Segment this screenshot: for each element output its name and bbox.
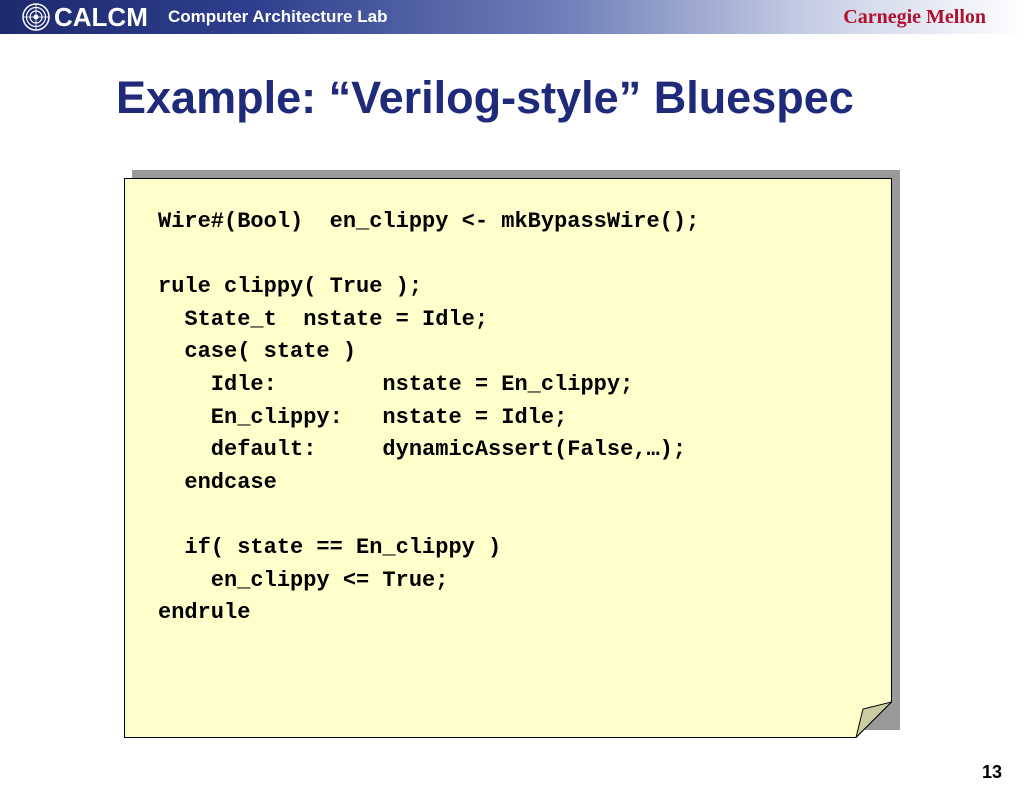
code-line: default: dynamicAssert(False,…); bbox=[158, 437, 687, 463]
lab-name: Computer Architecture Lab bbox=[168, 7, 388, 26]
code-line: Wire#(Bool) en_clippy <- mkBypassWire(); bbox=[158, 209, 700, 234]
code-line bbox=[158, 499, 699, 532]
code-line: rule clippy( True ); bbox=[158, 274, 423, 300]
header-banner: CALCM Computer Architecture Lab Carnegie… bbox=[0, 0, 1024, 34]
calcm-logo-icon bbox=[22, 3, 50, 31]
note-paper-icon bbox=[124, 178, 892, 738]
code-line: en_clippy <= True; bbox=[158, 567, 449, 593]
code-note-box: Wire#(Bool) en_clippy <- mkBypassWire();… bbox=[124, 178, 892, 738]
code-line: Idle: nstate = En_clippy; bbox=[158, 371, 634, 397]
calcm-logo-text: CALCM bbox=[54, 2, 148, 32]
page-number: 13 bbox=[981, 762, 1002, 782]
code-line: case( state ) bbox=[158, 339, 357, 365]
code-line: endrule bbox=[158, 600, 251, 626]
code-block: Wire#(Bool) en_clippy <- mkBypassWire();… bbox=[158, 206, 699, 630]
code-line: endcase bbox=[158, 469, 277, 495]
university-name: Carnegie Mellon bbox=[843, 6, 986, 28]
code-line bbox=[158, 239, 699, 272]
code-line: State_t nstate = Idle; bbox=[158, 306, 489, 332]
slide-title: Example: “Verilog-style” Bluespec bbox=[116, 72, 854, 123]
code-line: En_clippy: nstate = Idle; bbox=[158, 404, 568, 430]
code-line: if( state == En_clippy ) bbox=[158, 534, 502, 560]
